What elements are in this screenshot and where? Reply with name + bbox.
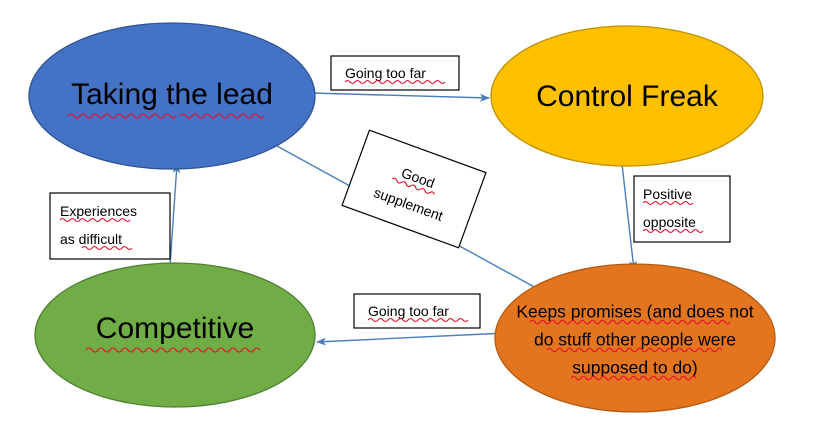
node-shape-competitive[interactable] [34, 262, 316, 408]
node-control-freak[interactable]: Control Freak [490, 25, 764, 167]
edge-label-positive-opposite[interactable]: Positive opposite [633, 175, 731, 243]
edge-label-text-experiences-line-1: Experiences [60, 203, 137, 219]
spellcheck-underline-icon [391, 177, 435, 195]
spellcheck-underline-icon [642, 200, 704, 234]
edge-label-text-positive-opposite-line-1: Positive [643, 186, 692, 202]
spellcheck-underline-icon [67, 113, 265, 119]
node-label-keeps-promises-line-3: supposed to do) [572, 358, 698, 378]
node-shape-taking-the-lead[interactable] [28, 22, 316, 170]
node-label-taking-the-lead: Taking the lead [71, 78, 273, 111]
edge-keeps-promises-to-competitive[interactable] [316, 332, 507, 346]
edge-label-box[interactable] [341, 129, 487, 249]
edge-label-box[interactable] [330, 55, 460, 91]
edges-layer [169, 92, 637, 346]
edge-label-going-too-far-top[interactable]: Going too far [330, 55, 460, 91]
node-label-competitive: Competitive [96, 312, 254, 345]
edge-label-going-too-far-bottom[interactable]: Going too far [353, 293, 481, 329]
edge-control-to-keeps-promises[interactable] [621, 163, 637, 271]
node-shape-keeps-promises[interactable] [494, 263, 776, 413]
edge-label-text-going-too-far-top: Going too far [345, 65, 426, 81]
edge-label-experiences-as-difficult[interactable]: Experiences as difficult [49, 192, 171, 260]
node-keeps-promises[interactable]: Keeps promises (and does not do stuff ot… [494, 263, 776, 413]
spellcheck-underline-icon [344, 79, 446, 85]
edge-label-text-going-too-far-bottom: Going too far [368, 303, 449, 319]
edge-label-good-supplement[interactable]: Good supplement [341, 129, 487, 249]
node-label-keeps-promises-line-2: do stuff other people were [534, 330, 736, 350]
edge-lead-to-control[interactable] [310, 92, 490, 102]
edge-label-text-experiences-line-2: as difficult [60, 231, 122, 247]
node-taking-the-lead[interactable]: Taking the lead [28, 22, 316, 170]
edge-label-box[interactable] [49, 192, 171, 260]
spellcheck-underline-icon [59, 217, 133, 251]
edge-competitive-to-lead[interactable] [169, 163, 181, 267]
node-shape-control-freak[interactable] [490, 25, 764, 167]
spellcheck-underline-icon [85, 347, 261, 353]
edge-label-box[interactable] [353, 293, 481, 329]
edge-label-text-positive-opposite-line-2: opposite [643, 214, 696, 230]
node-label-keeps-promises-line-1: Keeps promises (and does not [516, 302, 753, 322]
edge-label-box[interactable] [633, 175, 731, 243]
node-label-control-freak: Control Freak [536, 80, 719, 113]
spellcheck-underline-icon [367, 317, 469, 323]
node-competitive[interactable]: Competitive [34, 262, 316, 408]
spellcheck-underline-icon [529, 319, 731, 381]
